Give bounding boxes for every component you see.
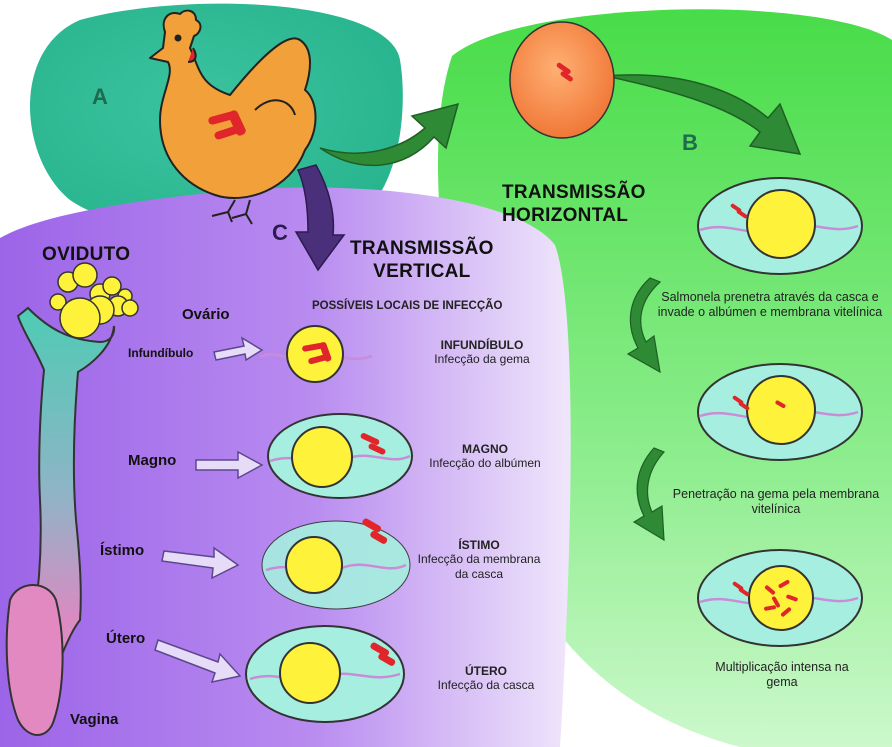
oviduct-title: OVIDUTO	[42, 244, 130, 267]
organ-label-magno: Magno	[128, 452, 176, 470]
organ-label-infundibulo: Infundíbulo	[128, 346, 193, 360]
horizontal-step-1: Salmonela prenetra através da casca e in…	[650, 290, 890, 320]
infection-sites-title: POSSÍVEIS LOCAIS DE INFECÇÃO	[312, 300, 502, 314]
horizontal-step-3: Multiplicação intensa na gema	[704, 660, 860, 690]
egg-icon	[698, 178, 862, 274]
organ-label-istimo: Ístimo	[100, 542, 144, 560]
egg-icon	[698, 364, 862, 460]
vertical-title: TRANSMISSÃO VERTICAL	[350, 238, 494, 284]
region-b-label: B	[682, 130, 698, 156]
egg-icon	[510, 22, 614, 138]
egg-icon	[246, 626, 404, 722]
horizontal-step-2: Penetração na gema pela membrana vitelín…	[672, 487, 880, 517]
egg-icon	[698, 550, 862, 646]
region-c-label: C	[272, 220, 288, 246]
horizontal-title: TRANSMISSÃO HORIZONTAL	[502, 182, 646, 228]
organ-label-vagina: Vagina	[70, 711, 118, 729]
organ-label-ovario: Ovário	[182, 306, 230, 324]
egg-icon	[268, 414, 412, 498]
organ-label-utero: Útero	[106, 630, 145, 648]
region-a-label: A	[92, 84, 108, 110]
